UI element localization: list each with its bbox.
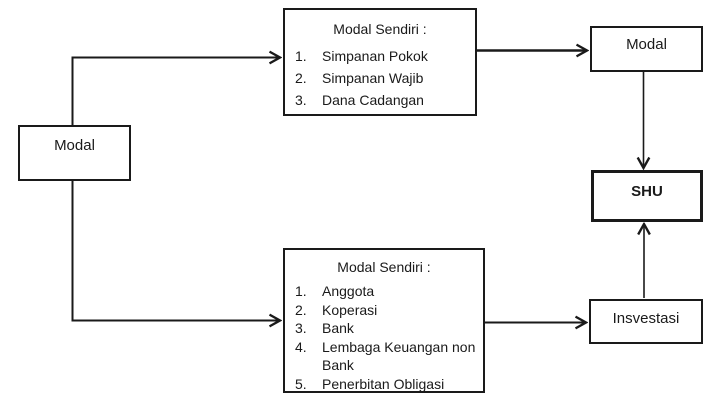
list-item-number: 5. [295,375,307,392]
list-item-number: 4. [295,338,307,355]
list-item-text: Dana Cadangan [322,92,424,108]
list-item: 2. Simpanan Wajib [285,67,475,89]
list-item-number: 3. [295,92,307,108]
list-item: 3. Bank [285,319,483,338]
node-shu-label: SHU [631,183,663,200]
list-item: 1. Anggota [285,282,483,301]
connector-source-to-equity-top [71,58,281,125]
node-shu: SHU [591,170,703,222]
list-item: 5. Penerbitan Obligasi [285,375,483,394]
list-item-text: Bank [322,320,354,336]
node-modal-result-label: Modal [626,36,667,53]
modal-sendiri-bottom-title: Modal Sendiri : [337,259,431,275]
connector-source-to-equity-bottom [71,181,281,321]
list-item-text: Koperasi [322,301,378,318]
list-item-number: 1. [295,48,307,64]
list-item: 3. Dana Cadangan [285,89,475,111]
modal-sendiri-bottom-list: 1. Anggota 2. Koperasi 3. Bank 4. Lembag… [285,282,483,393]
node-modal-result: Modal [590,26,703,72]
list-item-text: Anggota [322,283,375,299]
modal-sendiri-top-list: 1. Simpanan Pokok 2. Simpanan Wajib 3. D… [285,45,475,111]
node-modal-source-label: Modal [54,137,95,154]
list-item-number: 3. [295,320,307,336]
list-item-number: 2. [295,301,307,318]
list-item: 1. Simpanan Pokok [285,45,475,67]
list-item: 4. Lembaga Keuangan non Bank [285,338,483,375]
list-item-text: Penerbitan Obligasi [322,375,445,392]
list-item-text: Simpanan Wajib [322,70,424,86]
node-modal-source: Modal [18,125,131,181]
list-item-text: Simpanan Pokok [322,48,428,64]
node-modal-sendiri-bottom: Modal Sendiri : 1. Anggota 2. Koperasi 3… [283,248,485,393]
node-investasi: Insvestasi [589,299,703,344]
list-item-number: 1. [295,283,307,299]
node-modal-sendiri-top: Modal Sendiri : 1. Simpanan Pokok 2. Sim… [283,8,477,116]
list-item-text: Lembaga Keuangan non Bank [322,338,476,374]
modal-sendiri-top-title: Modal Sendiri : [333,21,427,37]
list-item: 2. Koperasi [285,301,483,320]
node-investasi-label: Insvestasi [612,310,680,327]
list-item-number: 2. [295,70,307,86]
